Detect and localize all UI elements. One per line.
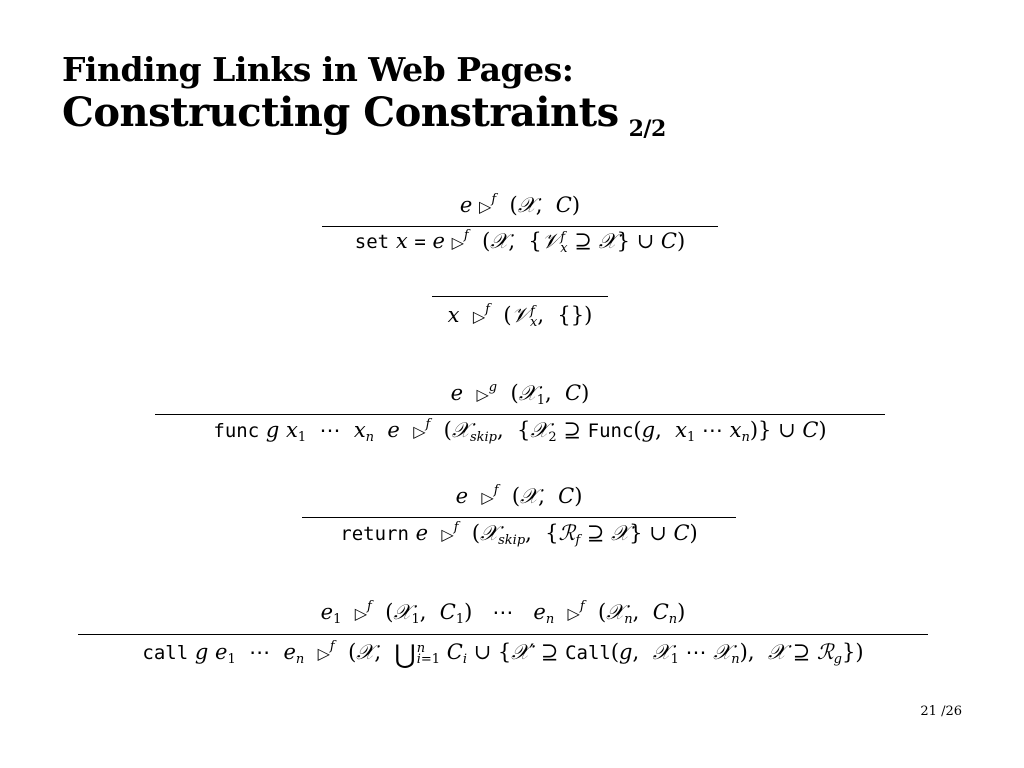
title-part-indicator: 2/2 — [628, 116, 667, 142]
rule-return-conclusion: return e ▷f (𝒳skip, {ℛf ⊇ 𝒳} ∪ C) — [340, 520, 698, 548]
rule-return-bar — [302, 517, 736, 518]
keyword-call: call — [142, 642, 189, 664]
title-line-2: Constructing Constraints 2/2 — [62, 90, 666, 152]
rule-var-bar — [432, 296, 608, 297]
rule-return: e ▷f (𝒳, C) return e ▷f (𝒳skip, {ℛf ⊇ 𝒳}… — [302, 484, 736, 556]
title-line-2-text: Constructing Constraints — [62, 89, 619, 136]
rule-set-bar — [322, 226, 718, 227]
title-line-1: Finding Links in Web Pages: — [62, 50, 574, 89]
rule-call-premise: e1 ▷f (𝒳1, C1) ⋯ en ▷f (𝒳n, Cn) — [320, 599, 686, 627]
page-total: /26 — [941, 704, 962, 719]
page-number: 21 /26 — [920, 704, 962, 719]
keyword-func: func — [213, 420, 260, 442]
keyword-set: set — [354, 231, 390, 253]
slide-title: Finding Links in Web Pages: Constructing… — [62, 50, 666, 152]
rule-func: e ▷g (𝒳1, C) func g x1 ⋯ xn e ▷f (𝒳skip,… — [155, 381, 885, 453]
keyword-call-constructor: Call — [565, 642, 611, 664]
rule-call: e1 ▷f (𝒳1, C1) ⋯ en ▷f (𝒳n, Cn) call g e… — [78, 600, 928, 676]
rule-func-bar — [155, 414, 885, 415]
keyword-return: return — [340, 523, 409, 545]
rule-set-premise: e ▷f (𝒳, C) — [459, 192, 581, 217]
rule-call-bar — [78, 634, 928, 635]
rule-return-premise: e ▷f (𝒳, C) — [455, 483, 583, 508]
rule-func-premise: e ▷g (𝒳1, C) — [450, 380, 590, 408]
rule-func-conclusion: func g x1 ⋯ xn e ▷f (𝒳skip, {𝒳2 ⊇ Func(g… — [213, 417, 827, 445]
keyword-func-constructor: Func — [587, 420, 634, 442]
page-current: 21 — [920, 704, 937, 719]
